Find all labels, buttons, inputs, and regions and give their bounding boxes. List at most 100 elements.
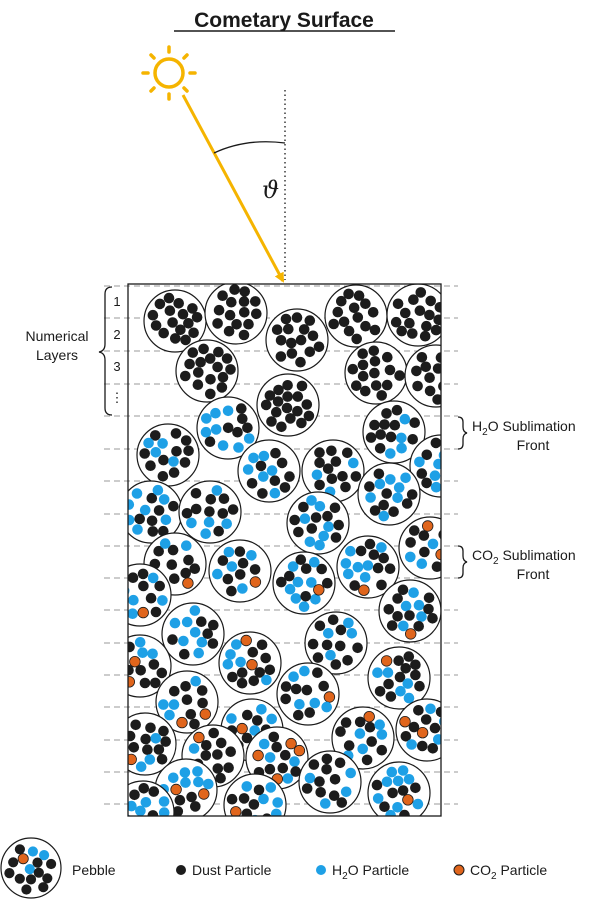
dust-particle	[271, 324, 283, 336]
dust-particle	[318, 680, 330, 692]
dust-particle	[385, 691, 397, 702]
h2o-particle	[385, 809, 396, 816]
dust-particle	[304, 707, 316, 718]
dust-particle	[215, 737, 227, 749]
h2o-particle	[288, 671, 299, 682]
dust-particle	[146, 492, 158, 504]
dust-particle	[416, 352, 428, 363]
dust-particle	[342, 447, 353, 459]
dust-particle	[213, 304, 225, 316]
h2o-particle	[192, 766, 203, 777]
dust-particle	[180, 370, 191, 382]
dust-particle	[310, 512, 322, 523]
dust-particle	[150, 430, 161, 441]
h2o-particle	[433, 458, 441, 470]
dust-particle	[381, 379, 393, 391]
dust-particle	[412, 380, 423, 392]
dust-particle	[435, 706, 441, 718]
h2o-particle	[157, 595, 168, 606]
dust-particle	[373, 468, 385, 480]
h2o-particle	[115, 801, 126, 812]
h2o-particle	[397, 765, 409, 776]
h2o-particle	[299, 665, 310, 677]
co2-front-label: CO2 Sublimation	[472, 547, 576, 567]
dust-particle	[376, 744, 388, 756]
dust-particle	[216, 382, 228, 393]
dust-particle	[227, 504, 239, 515]
h2o-particle	[242, 464, 254, 475]
dust-particle	[153, 545, 164, 557]
dust-particle	[304, 346, 316, 358]
h2o-particle	[386, 766, 398, 778]
dust-particle	[239, 307, 250, 318]
dust-particle	[139, 448, 150, 459]
dust-particle	[202, 628, 213, 639]
dust-particle	[187, 303, 198, 314]
dust-particle	[153, 744, 165, 755]
dust-particle	[187, 347, 199, 358]
dust-particle	[394, 671, 406, 683]
dust-particle	[419, 330, 431, 342]
dust-particle	[195, 356, 206, 368]
dust-particle	[180, 567, 191, 579]
dust-particle	[33, 867, 44, 878]
dust-particle	[295, 356, 306, 368]
dust-particle	[166, 559, 178, 570]
dust-particle	[400, 663, 412, 674]
dust-particle	[420, 714, 432, 725]
dust-particle	[321, 639, 333, 651]
dust-particle	[224, 309, 236, 321]
dust-particle	[400, 731, 412, 742]
dust-particle	[321, 753, 333, 765]
dust-particle	[392, 611, 403, 622]
h2o-particle	[290, 593, 302, 604]
h2o-particle	[131, 488, 143, 499]
dust-particle	[283, 323, 294, 335]
h2o-particle	[445, 726, 456, 737]
dust-particle	[364, 481, 375, 492]
dust-particle	[185, 709, 197, 720]
dust-particle	[276, 457, 288, 469]
h2o-particle	[321, 701, 333, 713]
h2o-particle	[233, 442, 244, 453]
dust-particle	[379, 801, 390, 812]
h2o-front-label: H2O Sublimation	[472, 418, 576, 438]
co2-particle	[170, 783, 182, 796]
dust-particle	[334, 640, 346, 652]
dust-particle	[204, 353, 216, 364]
dust-particle	[369, 367, 380, 379]
dust-particle	[405, 537, 416, 548]
page-title: Cometary Surface	[194, 9, 374, 32]
dust-particle	[421, 449, 433, 461]
dust-particle	[292, 391, 304, 402]
dust-particle	[167, 317, 178, 328]
dust-particle	[248, 675, 260, 687]
dust-particle	[421, 320, 432, 332]
h2o-particle	[430, 481, 441, 493]
dust-particle	[401, 498, 413, 509]
dust-particle	[394, 370, 405, 381]
dust-particle	[226, 296, 237, 308]
dust-particle	[351, 333, 363, 345]
h2o-particle	[203, 516, 215, 528]
dust-particle	[336, 295, 347, 307]
co2-particle	[252, 749, 264, 762]
dust-particle	[142, 744, 153, 755]
h2o-particle	[346, 628, 358, 639]
dust-particle	[150, 677, 161, 689]
h2o-particle	[374, 478, 386, 490]
dust-particle	[236, 667, 248, 678]
dust-particle	[225, 746, 236, 757]
dust-particle	[334, 757, 346, 769]
dust-particle	[326, 445, 337, 457]
dust-particle	[272, 396, 284, 407]
dust-particle	[171, 446, 182, 457]
h2o-particle	[235, 656, 246, 668]
dust-particle	[14, 873, 25, 884]
dust-particle	[355, 545, 367, 557]
h2o-particle	[376, 542, 387, 553]
h2o-particle	[408, 587, 419, 598]
pebble	[398, 516, 441, 580]
dust-particle	[269, 475, 281, 487]
